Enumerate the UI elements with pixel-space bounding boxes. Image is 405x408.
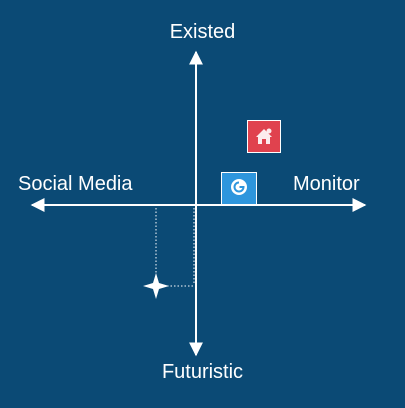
axis-label-top: Existed bbox=[169, 21, 236, 43]
red-house-app-icon bbox=[247, 120, 281, 153]
blue-g-app-icon bbox=[221, 172, 257, 205]
axis-label-left: Social Media bbox=[18, 173, 133, 195]
g-letter-icon bbox=[231, 179, 247, 195]
house-icon bbox=[256, 128, 272, 144]
axis-label-right: Monitor bbox=[293, 173, 360, 195]
axis-label-bottom: Futuristic bbox=[161, 361, 244, 383]
four-point-star-icon bbox=[143, 273, 169, 299]
